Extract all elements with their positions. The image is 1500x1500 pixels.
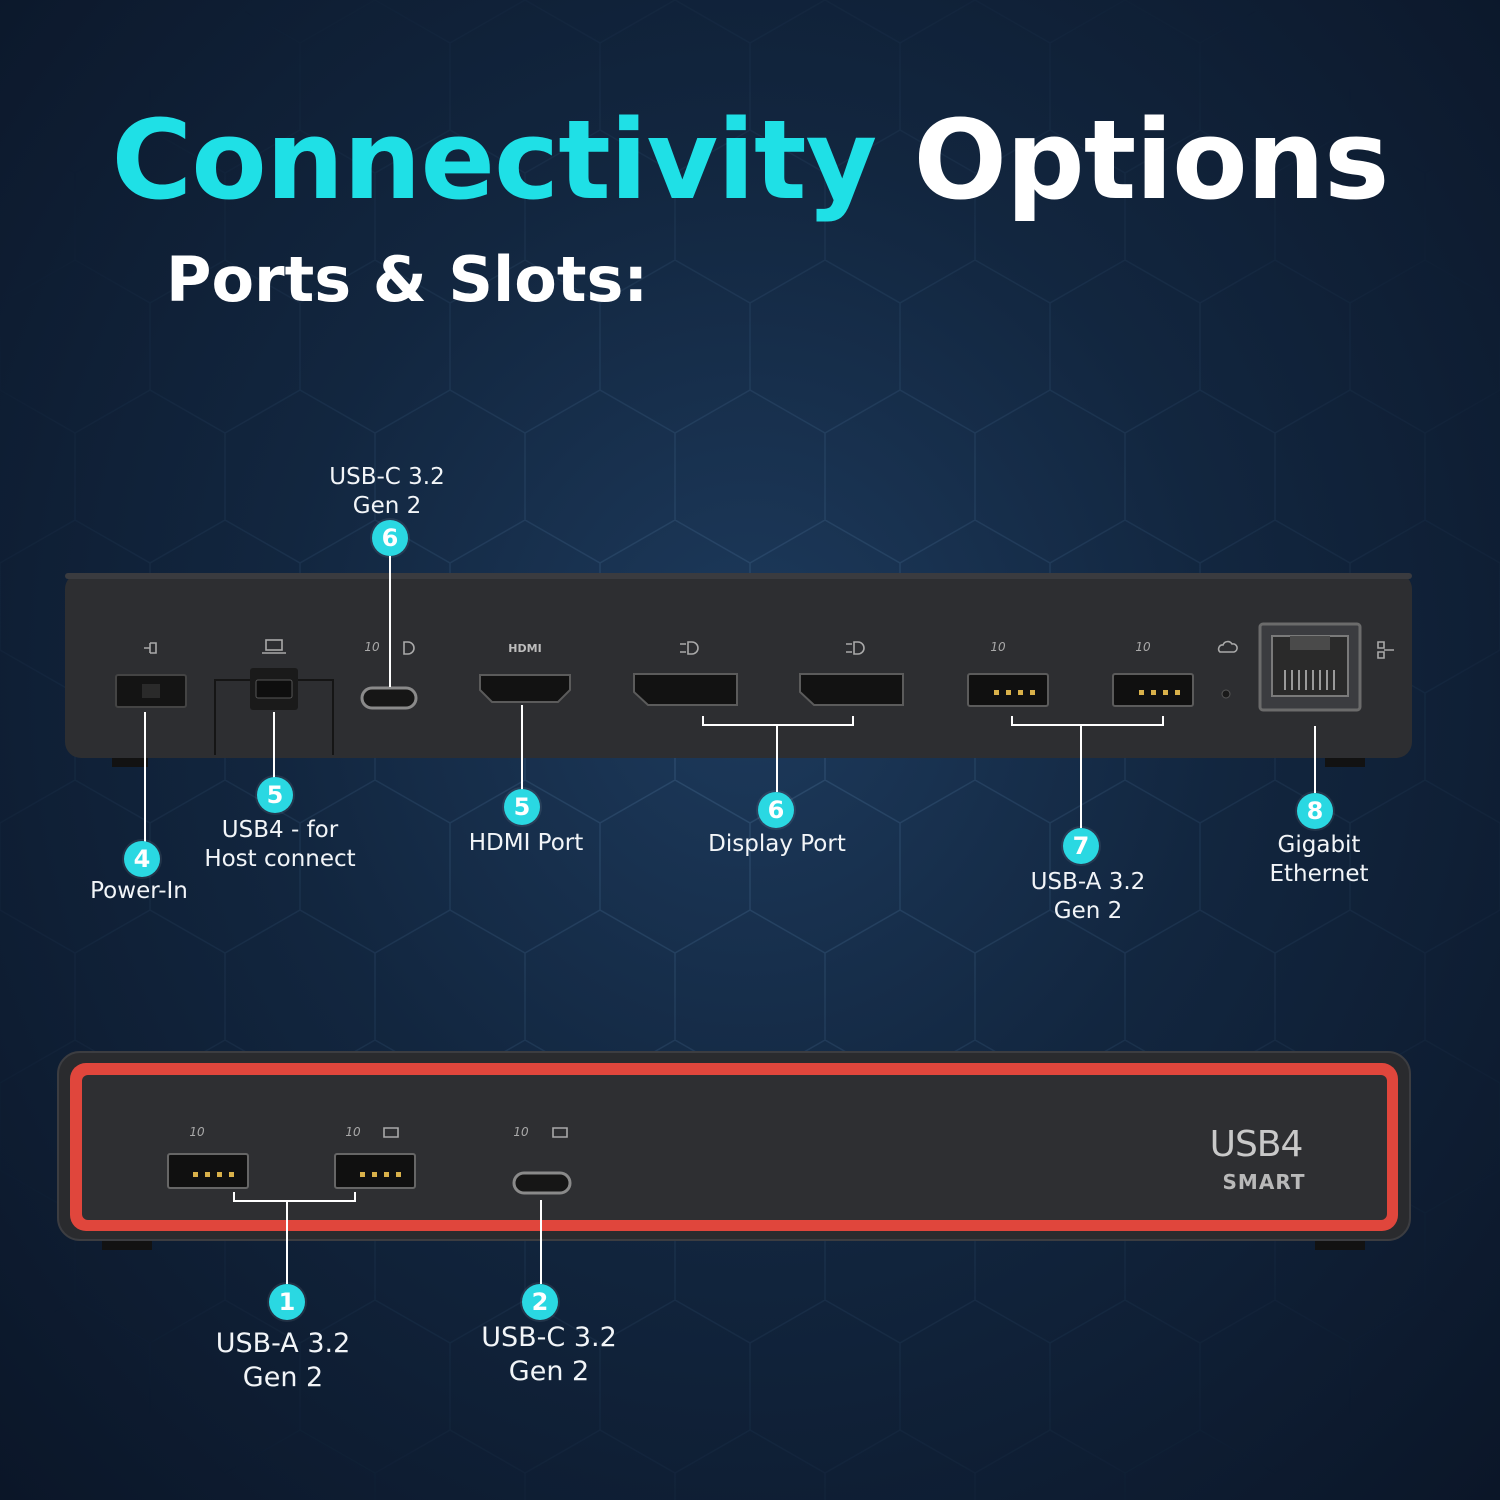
usbc-speed-marking: 10 bbox=[364, 640, 380, 654]
front-usba-speed-marking-1: 10 bbox=[189, 1125, 205, 1139]
front-usba-port-2 bbox=[334, 1153, 416, 1189]
callout-badge-displayport: 6 bbox=[758, 792, 794, 828]
brand-smart: SMART bbox=[1222, 1170, 1306, 1194]
brand-usb4: USB4 bbox=[1209, 1124, 1304, 1165]
callout-label-displayport: Display Port bbox=[708, 831, 846, 857]
callout-badge-ethernet: 8 bbox=[1297, 793, 1333, 829]
callout-badge-front-usbc: 2 bbox=[522, 1284, 558, 1320]
front-usbc-speed-marking: 10 bbox=[513, 1125, 529, 1139]
callout-label-front-usba: USB-A 3.2 Gen 2 bbox=[215, 1328, 351, 1393]
displayport-2 bbox=[799, 673, 904, 706]
usba-speed-marking-2: 10 bbox=[1135, 640, 1151, 654]
callout-badge-front-usba: 1 bbox=[269, 1284, 305, 1320]
security-slot-led bbox=[1221, 689, 1231, 699]
battery-icon-1 bbox=[383, 1127, 399, 1138]
rear-panel bbox=[65, 573, 1412, 767]
callout-label-rear-usba: USB-A 3.2 Gen 2 bbox=[1030, 869, 1146, 924]
power-in-port bbox=[115, 674, 187, 708]
power-icon bbox=[144, 642, 157, 654]
front-panel bbox=[57, 1051, 1411, 1250]
title-rest: Options bbox=[913, 96, 1390, 224]
callout-badge-power-in: 4 bbox=[124, 841, 160, 877]
front-usbc-port bbox=[512, 1171, 572, 1195]
callout-label-front-usbc: USB-C 3.2 Gen 2 bbox=[481, 1322, 617, 1387]
laptop-icon bbox=[265, 639, 283, 651]
front-usba-speed-marking-2: 10 bbox=[345, 1125, 361, 1139]
displayport-icon-2 bbox=[846, 641, 865, 655]
network-icon bbox=[1377, 641, 1394, 659]
usb4-host-port bbox=[214, 668, 334, 755]
page-subtitle: Ports & Slots: bbox=[166, 243, 649, 316]
front-usba-port-1 bbox=[167, 1153, 249, 1189]
rear-usba-port-1 bbox=[967, 673, 1049, 707]
battery-icon-2 bbox=[552, 1127, 568, 1138]
leader-lines bbox=[144, 556, 1316, 1284]
callout-badge-rear-usba: 7 bbox=[1063, 828, 1099, 864]
callout-badge-usb4-host: 5 bbox=[257, 777, 293, 813]
callout-label-rear-usbc: USB-C 3.2 Gen 2 bbox=[329, 464, 445, 519]
displayport-1 bbox=[633, 673, 738, 706]
displayport-icon-1 bbox=[680, 641, 699, 655]
usba-speed-marking-1: 10 bbox=[990, 640, 1006, 654]
cloud-icon bbox=[1217, 640, 1238, 653]
hdmi-port bbox=[479, 674, 571, 703]
hdmi-marking: HDMI bbox=[508, 642, 542, 655]
callout-label-power-in: Power-In bbox=[90, 878, 188, 904]
callout-label-ethernet: Gigabit Ethernet bbox=[1269, 832, 1369, 887]
callout-badge-hdmi: 5 bbox=[504, 789, 540, 825]
dp-alt-icon bbox=[403, 641, 415, 655]
ethernet-port bbox=[1258, 622, 1362, 712]
callout-label-hdmi: HDMI Port bbox=[468, 830, 584, 856]
title-accent: Connectivity bbox=[111, 96, 878, 224]
rear-usba-port-2 bbox=[1112, 673, 1194, 707]
rear-usbc-port bbox=[360, 686, 418, 710]
callout-badge-rear-usbc: 6 bbox=[372, 520, 408, 556]
callout-label-usb4-host: USB4 - for Host connect bbox=[204, 817, 356, 872]
page-title: Connectivity Options bbox=[0, 100, 1500, 221]
